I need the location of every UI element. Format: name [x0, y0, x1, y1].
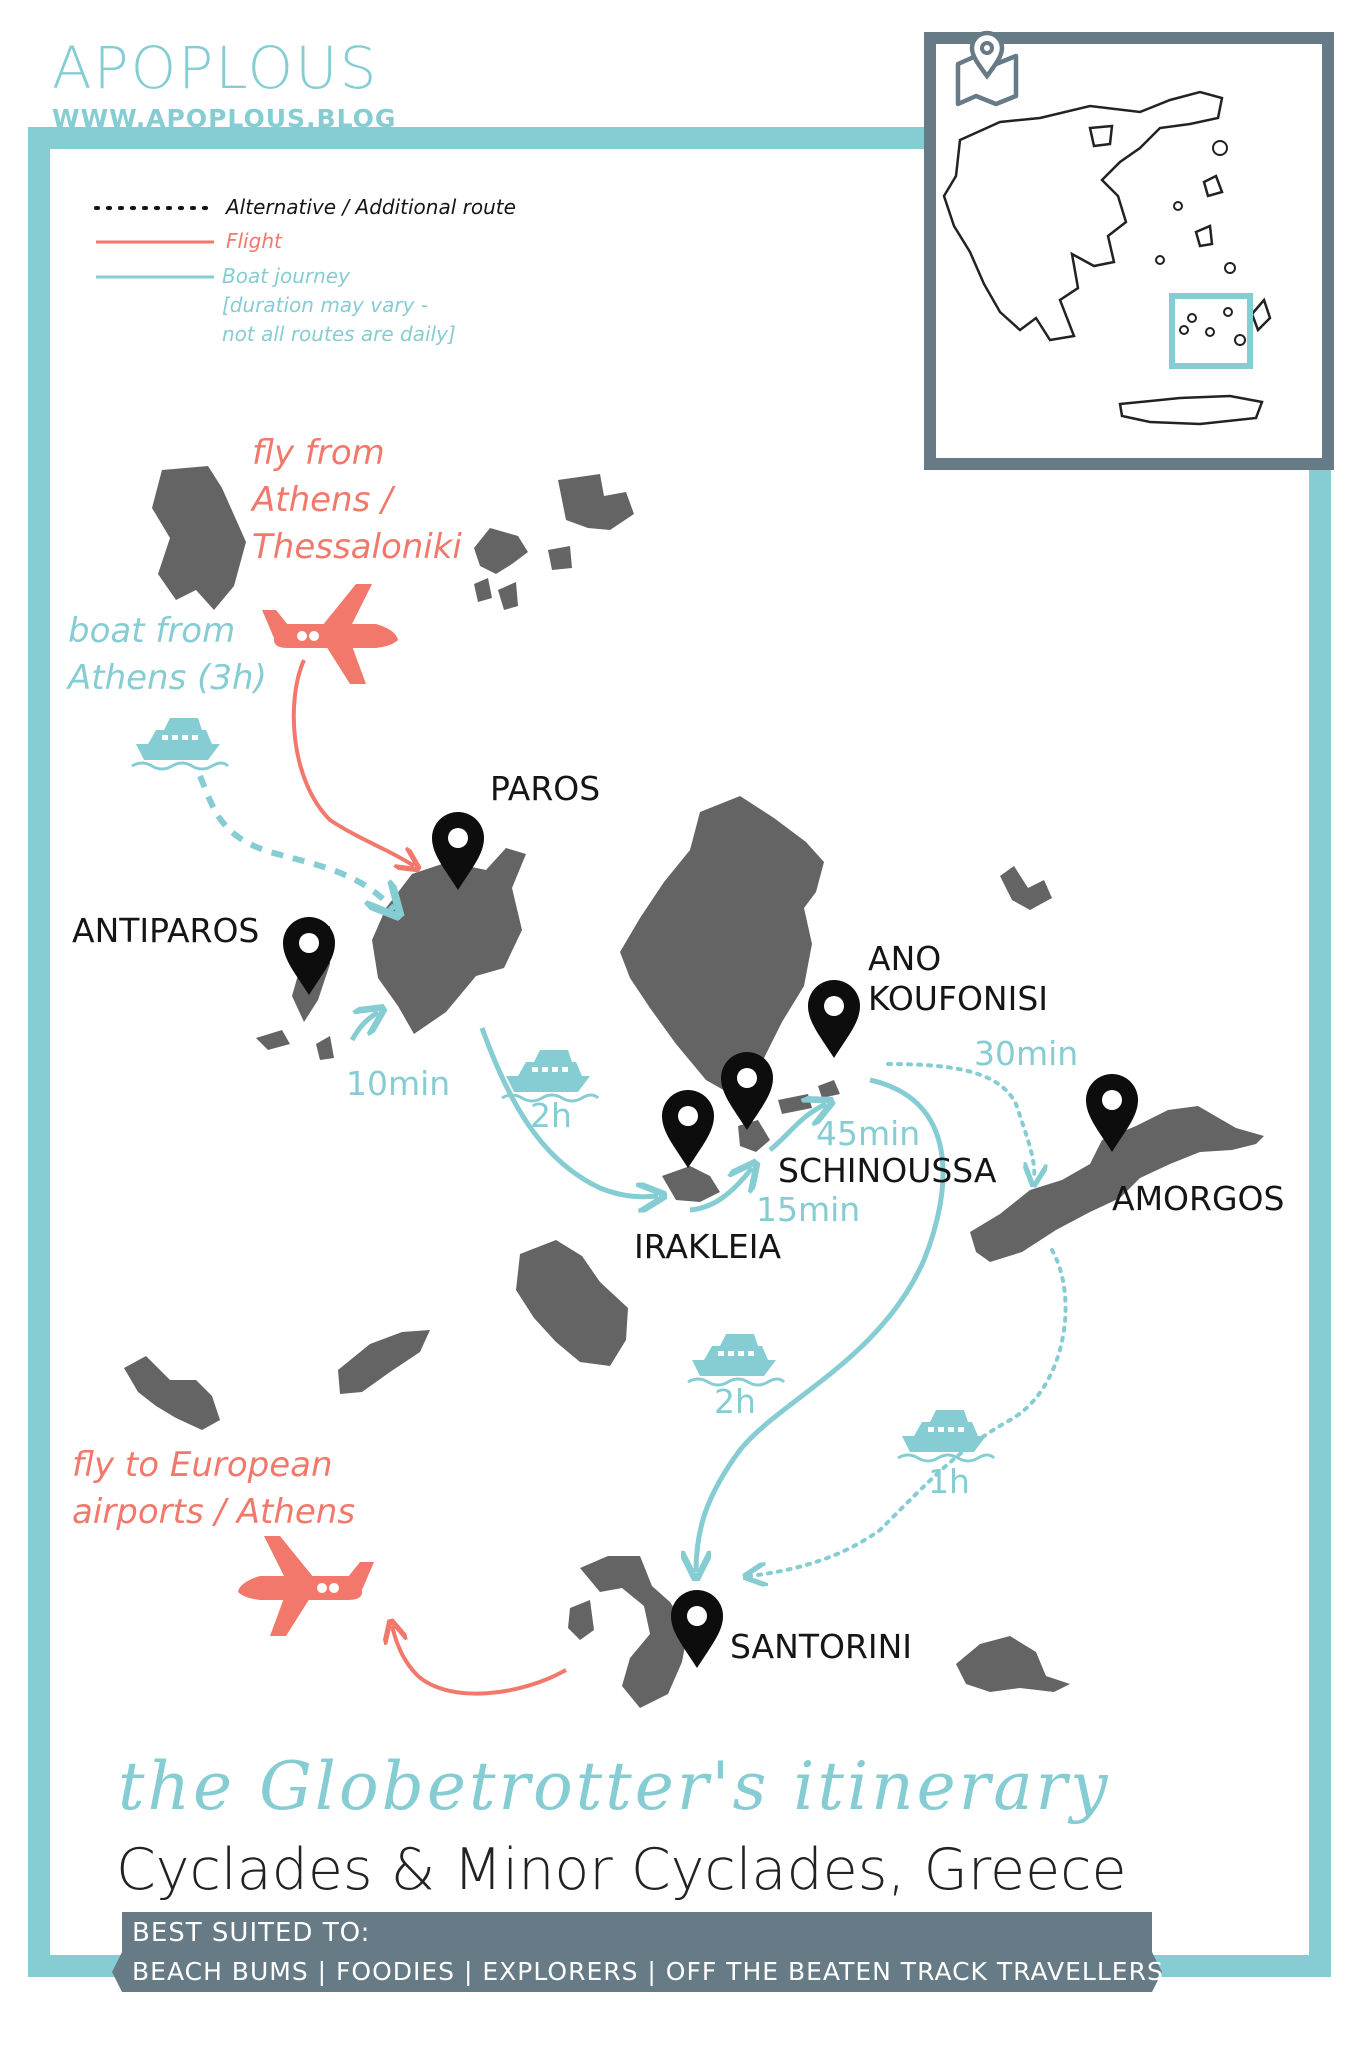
duration-paros-irakleia: 2h [530, 1096, 572, 1135]
best-suited-list: BEACH BUMS | FOODIES | EXPLORERS | OFF T… [132, 1957, 1164, 1986]
island-folegandros [124, 1356, 220, 1430]
label-irakleia: IRAKLEIA [634, 1227, 782, 1266]
legend-boat-note-2: not all routes are daily] [222, 322, 456, 346]
airplane-icon [238, 1536, 374, 1636]
label-amorgos: AMORGOS [1112, 1179, 1285, 1218]
ship-icon [130, 716, 230, 771]
route-irakleia-schinoussa [689, 1168, 752, 1213]
label-antiparos: ANTIPAROS [72, 911, 260, 950]
itinerary-title: the Globetrotter's itinerary [118, 1748, 1111, 1825]
island-ios [516, 1240, 628, 1366]
brand-url[interactable]: WWW.APOPLOUS.BLOG [52, 104, 397, 133]
island-small-antiparos-1 [256, 1030, 290, 1050]
label-ano-koufonisi-2: KOUFONISI [868, 979, 1049, 1018]
location-pin-icon [721, 1052, 773, 1130]
label-paros: PAROS [490, 769, 601, 808]
ship-icon [896, 1408, 996, 1463]
route-paros-irakleia [479, 1027, 658, 1197]
island-sikinos [338, 1330, 430, 1394]
ship-icon [686, 1332, 786, 1387]
legend-boat: Boat journey [222, 264, 350, 288]
label-ano-koufonisi-1: ANO [868, 939, 942, 978]
island-small-north-3 [548, 546, 572, 570]
route-schinoussa-koufonisi [768, 1104, 826, 1152]
location-pin-icon [283, 917, 335, 995]
note-boat-from-2: Athens (3h) [68, 658, 267, 698]
route-boat-athens [197, 774, 394, 910]
location-pin-icon [662, 1090, 714, 1168]
island-small-north-2 [474, 578, 492, 602]
island-tinos [474, 528, 528, 574]
island-ano-koufonisi [818, 1080, 840, 1098]
legend-flight: Flight [226, 229, 282, 253]
island-anafi [956, 1636, 1070, 1692]
legend-boat-note-1: [duration may vary - [222, 293, 428, 317]
crete-outline [1118, 394, 1264, 426]
itinerary-subtitle: Cyclades & Minor Cyclades, Greece [116, 1837, 1127, 1903]
duration-koufonisi-santorini: 2h [714, 1382, 756, 1421]
note-fly-from-2: Athens / [252, 480, 393, 520]
note-boat-from-1: boat from [68, 611, 236, 651]
island-small-north-1 [498, 582, 518, 610]
note-fly-to-2: airports / Athens [72, 1492, 356, 1532]
island-donousa [1000, 866, 1052, 910]
island-mykonos [558, 474, 634, 530]
island-santorini [580, 1556, 688, 1708]
route-koufonisi-amorgos [886, 1062, 1034, 1180]
best-suited-label: BEST SUITED TO: [132, 1918, 371, 1948]
duration-schinoussa-koufonisi: 45min [816, 1114, 921, 1153]
label-schinoussa: SCHINOUSSA [778, 1151, 997, 1190]
greece-inset [924, 32, 1334, 470]
label-santorini: SANTORINI [730, 1627, 913, 1666]
greece-mainland-outline [942, 90, 1224, 342]
island-schinoussa [738, 1120, 770, 1152]
note-fly-to-1: fly to European [72, 1445, 333, 1485]
island-irakleia [662, 1166, 720, 1202]
best-suited-banner [112, 1912, 1162, 1992]
airplane-icon [262, 584, 398, 684]
note-fly-from-1: fly from [252, 433, 385, 473]
map-location-icon [955, 30, 1019, 107]
location-pin-icon [808, 980, 860, 1058]
island-andros [152, 466, 246, 610]
island-koufonisi-small [778, 1094, 812, 1114]
route-fly-in [291, 659, 414, 866]
brand-name: APOPLOUS [52, 34, 379, 102]
duration-antiparos-paros: 10min [346, 1064, 451, 1103]
route-amorgos-santorini [750, 1248, 1068, 1576]
routes [197, 659, 1068, 1696]
island-naxos [620, 796, 824, 1096]
duration-irakleia-schinoussa: 15min [756, 1190, 861, 1229]
duration-amorgos-santorini: 1h [928, 1462, 970, 1501]
route-fly-out [392, 1626, 567, 1696]
island-amorgos [970, 1106, 1264, 1262]
route-koufonisi-santorini [696, 1077, 946, 1572]
note-fly-from-3: Thessaloniki [252, 527, 462, 567]
cyclades-highlight-box [1169, 293, 1253, 369]
legend-alternative: Alternative / Additional route [226, 195, 516, 219]
ship-icon [500, 1048, 600, 1103]
duration-koufonisi-amorgos: 30min [974, 1034, 1079, 1073]
island-thirasia [568, 1600, 594, 1640]
islands [124, 466, 1264, 1708]
route-antiparos-paros [349, 1012, 378, 1042]
island-small-antiparos-2 [316, 1036, 334, 1060]
island-paros [372, 848, 526, 1034]
